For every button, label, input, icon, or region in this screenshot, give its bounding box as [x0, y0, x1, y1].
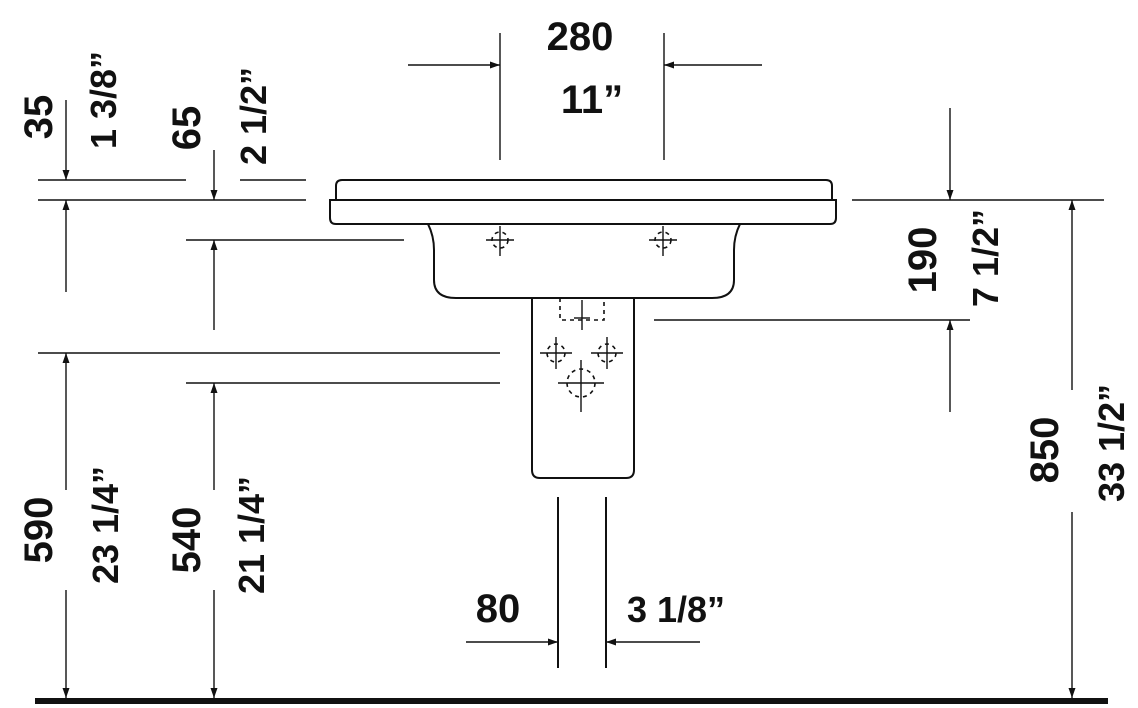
dim-rim-thickness-mm: 35 — [17, 95, 61, 140]
reference-lines — [38, 33, 1104, 384]
pedestal — [531, 298, 635, 479]
waste-connection — [558, 360, 604, 412]
dim-width-top-in: 11” — [561, 78, 623, 122]
dim-pipe-width-mm: 80 — [476, 587, 521, 631]
dim-rim-to-line-in: 2 1/2” — [233, 67, 274, 165]
tap-hole-right — [649, 226, 677, 256]
dimension-arrows — [62, 61, 1076, 698]
dim-height-540-in: 21 1/4” — [231, 476, 272, 594]
dim-width-top-mm: 280 — [547, 15, 614, 59]
dim-bowl-depth-mm: 190 — [901, 227, 945, 294]
dim-rim-thickness-in: 1 3/8” — [83, 51, 124, 149]
supply-connection-right — [591, 337, 623, 369]
dim-height-850-mm: 850 — [1023, 417, 1067, 484]
dim-height-850-in: 33 1/2” — [1091, 384, 1132, 502]
dim-height-590-in: 23 1/4” — [85, 466, 126, 584]
dim-height-590-mm: 590 — [17, 497, 61, 564]
drain-pipe — [557, 497, 607, 668]
basin-outline — [329, 179, 837, 299]
dim-pipe-width-in: 3 1/8” — [627, 589, 725, 630]
tap-hole-left — [486, 226, 514, 256]
dim-rim-to-line-mm: 65 — [165, 106, 209, 151]
dim-bowl-depth-in: 7 1/2” — [965, 209, 1006, 307]
supply-connection-left — [540, 337, 572, 369]
dim-height-540-mm: 540 — [165, 507, 209, 574]
